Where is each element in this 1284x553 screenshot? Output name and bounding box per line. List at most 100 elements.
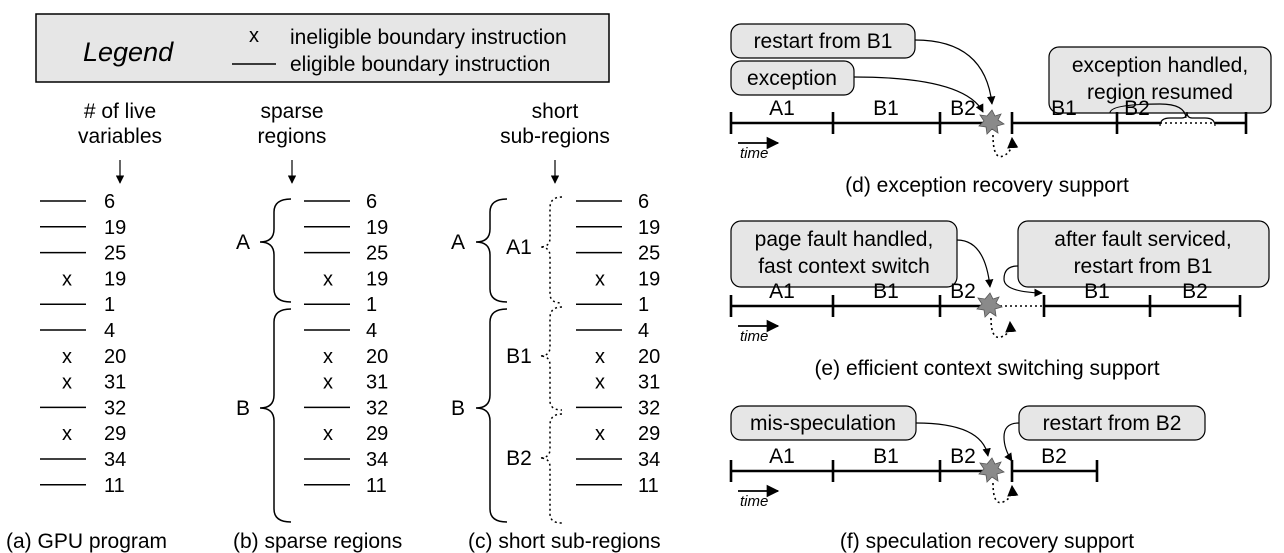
live-variable-count: 25 bbox=[366, 243, 388, 265]
brace-region-a-b bbox=[259, 198, 292, 303]
region-a-label-b: A bbox=[236, 231, 250, 254]
callout-after-fault-line1: after fault serviced, bbox=[1054, 228, 1231, 251]
legend-title: Legend bbox=[83, 37, 174, 67]
connector-mis-speculation bbox=[915, 422, 991, 457]
callout-page-fault-line1: page fault handled, bbox=[755, 228, 934, 251]
connector-page-fault bbox=[956, 239, 994, 288]
callout-page-fault bbox=[730, 220, 958, 288]
header-b-line2: regions bbox=[258, 125, 327, 148]
live-variable-count: 19 bbox=[638, 217, 660, 239]
callout-exception-handled-line1: exception handled, bbox=[1072, 54, 1248, 77]
live-variable-count: 1 bbox=[104, 294, 115, 316]
callout-mis-speculation-text: mis-speculation bbox=[750, 412, 896, 435]
ineligible-boundary-mark: x bbox=[595, 346, 605, 368]
live-variable-count: 34 bbox=[104, 449, 126, 471]
live-variable-count: 32 bbox=[104, 397, 126, 419]
live-variable-count: 29 bbox=[366, 423, 388, 445]
segment-f-b2: B2 bbox=[950, 445, 976, 468]
header-c-line2: sub-regions bbox=[500, 125, 610, 148]
live-variable-count: 19 bbox=[366, 268, 388, 290]
segment-d-b1: B1 bbox=[873, 97, 899, 120]
panel-f: mis-speculation restart from B2 A1 B1 B2… bbox=[729, 405, 1206, 553]
segment-f-b1: B1 bbox=[873, 445, 899, 468]
subregion-a1-label: A1 bbox=[506, 236, 532, 259]
callout-page-fault-line2: fast context switch bbox=[758, 255, 930, 278]
callout-exception bbox=[730, 60, 855, 96]
live-variable-count: 19 bbox=[638, 268, 660, 290]
subbrace-b1 bbox=[539, 306, 563, 411]
caption-c: (c) short sub-regions bbox=[468, 530, 661, 553]
brace-region-b-c bbox=[475, 308, 508, 523]
subregion-b2-label: B2 bbox=[506, 447, 532, 470]
ineligible-boundary-mark: x bbox=[323, 372, 333, 394]
live-variable-count: 19 bbox=[104, 268, 126, 290]
segment-d-a1: A1 bbox=[769, 97, 795, 120]
header-a-line1: # of live bbox=[84, 100, 156, 123]
segment-f-a1: A1 bbox=[769, 445, 795, 468]
header-b-line1: sparse bbox=[260, 100, 323, 123]
live-variable-count: 11 bbox=[104, 475, 125, 497]
legend-eligible-label: eligible boundary instruction bbox=[290, 53, 550, 76]
recovery-loop-d bbox=[992, 134, 1019, 158]
segment-d-b2: B2 bbox=[950, 97, 976, 120]
time-label-f: time bbox=[740, 493, 768, 510]
legend-ineligible-label: ineligible boundary instruction bbox=[290, 26, 567, 49]
time-label-e: time bbox=[740, 328, 768, 345]
callout-exception-handled bbox=[1048, 46, 1272, 114]
callout-after-fault-line2: restart from B1 bbox=[1074, 255, 1213, 278]
recovery-loop-e bbox=[990, 317, 1017, 339]
header-a-line2: variables bbox=[78, 125, 162, 148]
live-variable-count: 29 bbox=[104, 423, 126, 445]
ineligible-boundary-mark: x bbox=[595, 268, 605, 290]
ineligible-boundary-mark: x bbox=[62, 372, 72, 394]
segment-d-b2-resume: B2 bbox=[1124, 97, 1150, 120]
caption-b: (b) sparse regions bbox=[233, 530, 402, 553]
connector-handled bbox=[1109, 103, 1187, 119]
panel-d: restart from B1 exception exception hand… bbox=[729, 23, 1272, 197]
ineligible-boundary-mark: x bbox=[62, 346, 72, 368]
exception-burst-icon bbox=[978, 109, 1005, 135]
caption-d: (d) exception recovery support bbox=[845, 174, 1129, 197]
connector-restart-b2 bbox=[1003, 422, 1020, 462]
live-variable-count: 4 bbox=[104, 320, 115, 342]
segment-f-b2-resume: B2 bbox=[1041, 445, 1067, 468]
live-variable-count: 34 bbox=[366, 449, 388, 471]
ineligible-boundary-mark: x bbox=[62, 423, 72, 445]
callout-restart-b1-text: restart from B1 bbox=[754, 30, 893, 53]
live-variable-count: 25 bbox=[638, 243, 660, 265]
callout-exception-text: exception bbox=[747, 67, 837, 90]
caption-a: (a) GPU program bbox=[6, 530, 167, 553]
live-variable-count: 25 bbox=[104, 243, 126, 265]
live-variable-count: 32 bbox=[638, 397, 660, 419]
ineligible-boundary-mark: x bbox=[323, 268, 333, 290]
segment-d-b1-resume: B1 bbox=[1051, 97, 1077, 120]
legend-x-symbol: x bbox=[249, 25, 259, 47]
connector-restart bbox=[914, 39, 996, 105]
brace-region-a-c bbox=[475, 198, 508, 303]
live-variable-count: 31 bbox=[638, 372, 660, 394]
subregion-b1-label: B1 bbox=[506, 345, 532, 368]
live-variable-count: 6 bbox=[366, 191, 377, 213]
live-variable-count: 20 bbox=[366, 346, 388, 368]
region-a-label-c: A bbox=[451, 231, 465, 254]
brace-d-handled bbox=[1159, 111, 1216, 127]
callout-exception-handled-line2: region resumed bbox=[1087, 81, 1233, 104]
brace-region-b-b bbox=[259, 308, 292, 523]
legend: Legend x ineligible boundary instruction… bbox=[35, 13, 610, 83]
connector-exception bbox=[853, 76, 984, 113]
header-c-line1: short bbox=[532, 100, 579, 123]
subbrace-a1 bbox=[539, 196, 563, 304]
time-label-d: time bbox=[740, 145, 768, 162]
panel-e: page fault handled, fast context switch … bbox=[729, 220, 1270, 380]
connector-after-fault bbox=[1003, 265, 1043, 297]
live-variable-count: 20 bbox=[104, 346, 126, 368]
callout-after-fault bbox=[1017, 220, 1270, 288]
live-variable-count: 11 bbox=[638, 475, 659, 497]
live-variable-count: 34 bbox=[638, 449, 660, 471]
live-variable-count: 31 bbox=[104, 372, 126, 394]
caption-f: (f) speculation recovery support bbox=[840, 530, 1134, 553]
callout-restart-b2-text: restart from B2 bbox=[1043, 412, 1182, 435]
region-b-label-b: B bbox=[236, 397, 250, 420]
live-variable-count: 19 bbox=[104, 217, 126, 239]
